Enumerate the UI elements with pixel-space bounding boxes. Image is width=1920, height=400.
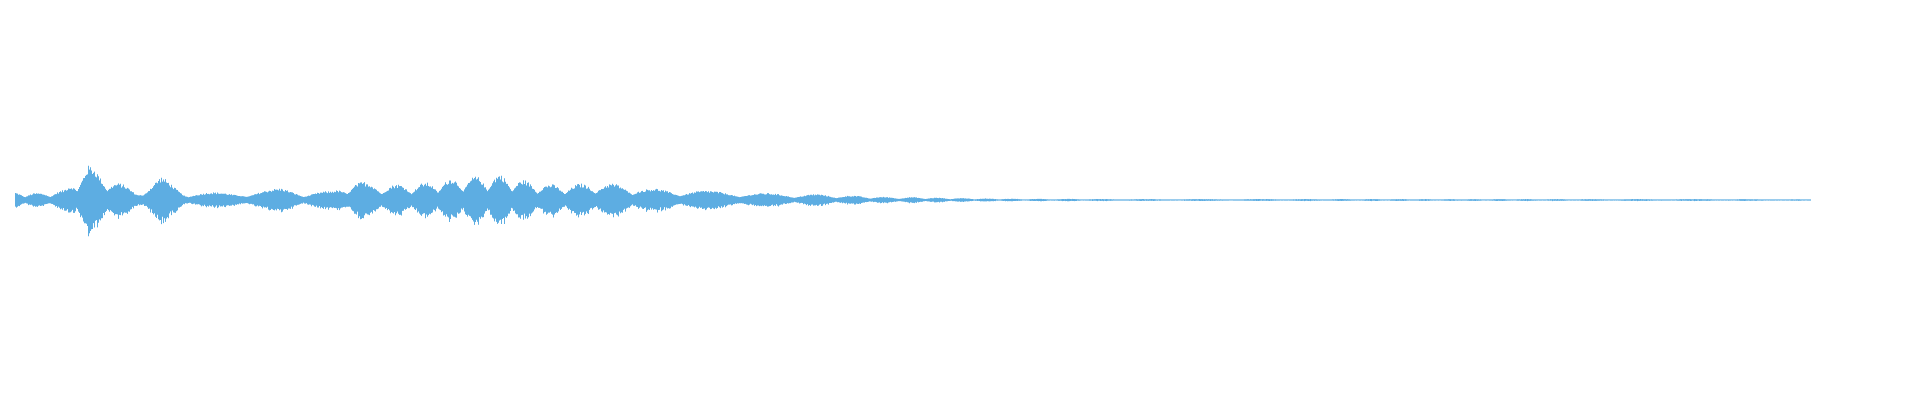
waveform-samples — [15, 165, 1811, 237]
